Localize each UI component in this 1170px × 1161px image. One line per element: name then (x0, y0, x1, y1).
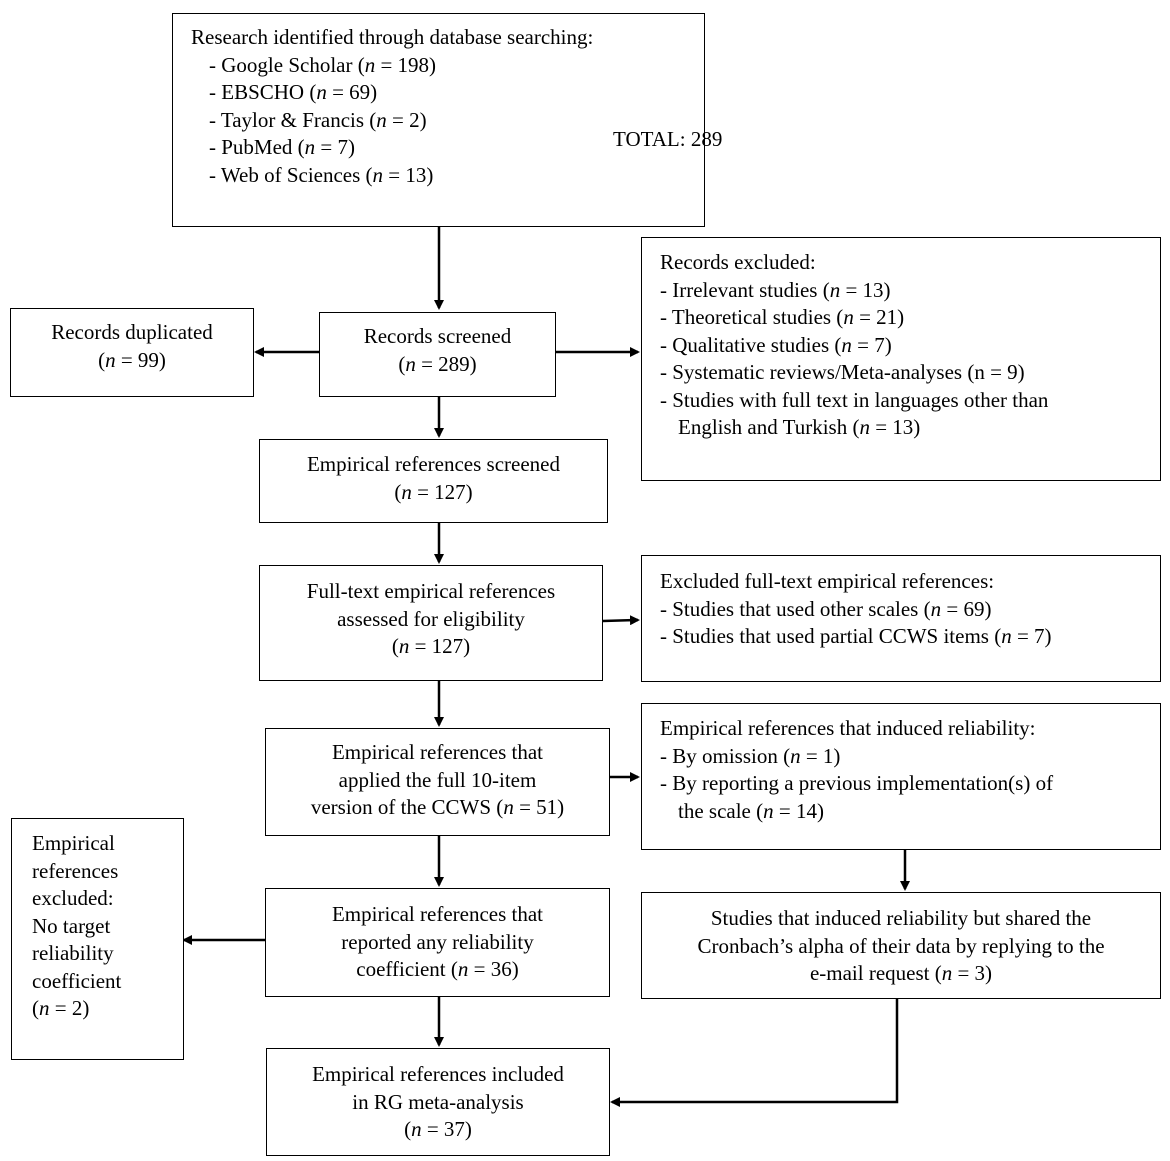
database-item-web-of-sciences: - Web of Sciences (n = 13) (209, 162, 434, 187)
applied-label-1: Empirical references that (331, 740, 544, 764)
induced-reliability-box: Empirical references that induced reliab… (641, 703, 1161, 850)
screened-label: Records screened (363, 324, 512, 348)
screened-count: (n = 289) (398, 351, 477, 376)
search-box: Research identified through database sea… (172, 13, 722, 227)
arrow-fulltext-to-excluded-fulltext (602, 615, 640, 626)
excluded-no-coefficient-box: Empirical references excluded: No target… (11, 818, 184, 1060)
induced-item-previous: - By reporting a previous implementation… (660, 771, 1054, 795)
excluded-coef-line-1: Empirical (32, 831, 115, 855)
database-item-taylor-francis: - Taylor & Francis (n = 2) (209, 107, 427, 132)
excluded-fulltext-other-scales: - Studies that used other scales (n = 69… (660, 596, 992, 621)
reported-reliability-box: Empirical references that reported any r… (265, 888, 610, 997)
search-title: Research identified through database sea… (191, 25, 594, 49)
applied-label-2: applied the full 10-item (338, 767, 537, 792)
records-excluded-box: Records excluded: - Irrelevant studies (… (641, 237, 1161, 481)
database-item-pubmed: - PubMed (n = 7) (209, 135, 356, 159)
included-count: (n = 37) (404, 1117, 472, 1141)
database-list: - Google Scholar (n = 198) - EBSCHO (n =… (191, 52, 704, 190)
excluded-coef-count: (n = 2) (32, 996, 90, 1020)
duplicated-count: (n = 99) (98, 347, 166, 372)
records-excluded-title: Records excluded: (660, 250, 816, 274)
database-item-google-scholar: - Google Scholar (n = 198) (209, 52, 437, 77)
excluded-coef-line-3: excluded: (32, 886, 114, 910)
fulltext-label-1: Full-text empirical references (306, 579, 556, 603)
arrow-shared-to-included (610, 999, 899, 1107)
excluded-item-irrelevant: - Irrelevant studies (n = 13) (660, 277, 891, 302)
fulltext-count: (n = 127) (391, 634, 471, 658)
induced-title: Empirical references that induced reliab… (660, 716, 1036, 740)
reported-label-3: coefficient (n = 36) (356, 957, 519, 981)
included-box: Empirical references included in RG meta… (266, 1048, 610, 1156)
empirical-screened-count: (n = 127) (394, 479, 473, 504)
excluded-fulltext-title: Excluded full-text empirical references: (660, 569, 995, 593)
induced-item-previous-cont: the scale (n = 14) (678, 798, 824, 823)
empirical-screened-label: Empirical references screened (306, 452, 560, 476)
records-duplicated-box: Records duplicated (n = 99) (10, 308, 254, 397)
excluded-coef-line-2: references (32, 858, 119, 883)
applied-full-version-box: Empirical references that applied the fu… (265, 728, 610, 836)
total-label: TOTAL: 289 (613, 127, 723, 151)
excluded-fulltext-box: Excluded full-text empirical references:… (641, 555, 1161, 682)
shared-label-3: e-mail request (n = 3) (809, 961, 993, 985)
records-screened-box: Records screened (n = 289) (319, 312, 556, 397)
applied-label-3: version of the CCWS (n = 51) (310, 795, 565, 819)
shared-label-1: Studies that induced reliability but sha… (710, 906, 1092, 930)
excluded-item-systematic-reviews: - Systematic reviews/Meta-analyses (n = … (660, 360, 1025, 384)
fulltext-assessed-box: Full-text empirical references assessed … (259, 565, 603, 681)
database-item-ebscho: - EBSCHO (n = 69) (209, 80, 378, 104)
shared-alpha-box: Studies that induced reliability but sha… (641, 892, 1161, 999)
excluded-coef-line-6: coefficient (32, 968, 122, 993)
excluded-item-qualitative: - Qualitative studies (n = 7) (660, 332, 892, 357)
empirical-screened-box: Empirical references screened (n = 127) (259, 439, 608, 523)
duplicated-label: Records duplicated (51, 320, 213, 344)
excluded-fulltext-partial-items: - Studies that used partial CCWS items (… (660, 624, 1052, 648)
induced-item-omission: - By omission (n = 1) (660, 743, 841, 768)
fulltext-label-2: assessed for eligibility (337, 606, 525, 631)
excluded-coef-line-5: reliability (32, 941, 114, 965)
included-label-1: Empirical references included (312, 1062, 564, 1086)
excluded-item-languages: - Studies with full text in languages ot… (660, 387, 1049, 412)
included-label-2: in RG meta-analysis (352, 1089, 524, 1114)
excluded-coef-line-4: No target (32, 913, 111, 938)
reported-label-1: Empirical references that (331, 902, 544, 926)
reported-label-2: reported any reliability (341, 929, 534, 954)
shared-label-2: Cronbach’s alpha of their data by replyi… (697, 933, 1105, 958)
excluded-item-languages-cont: English and Turkish (n = 13) (678, 415, 921, 439)
excluded-item-theoretical: - Theoretical studies (n = 21) (660, 305, 905, 329)
